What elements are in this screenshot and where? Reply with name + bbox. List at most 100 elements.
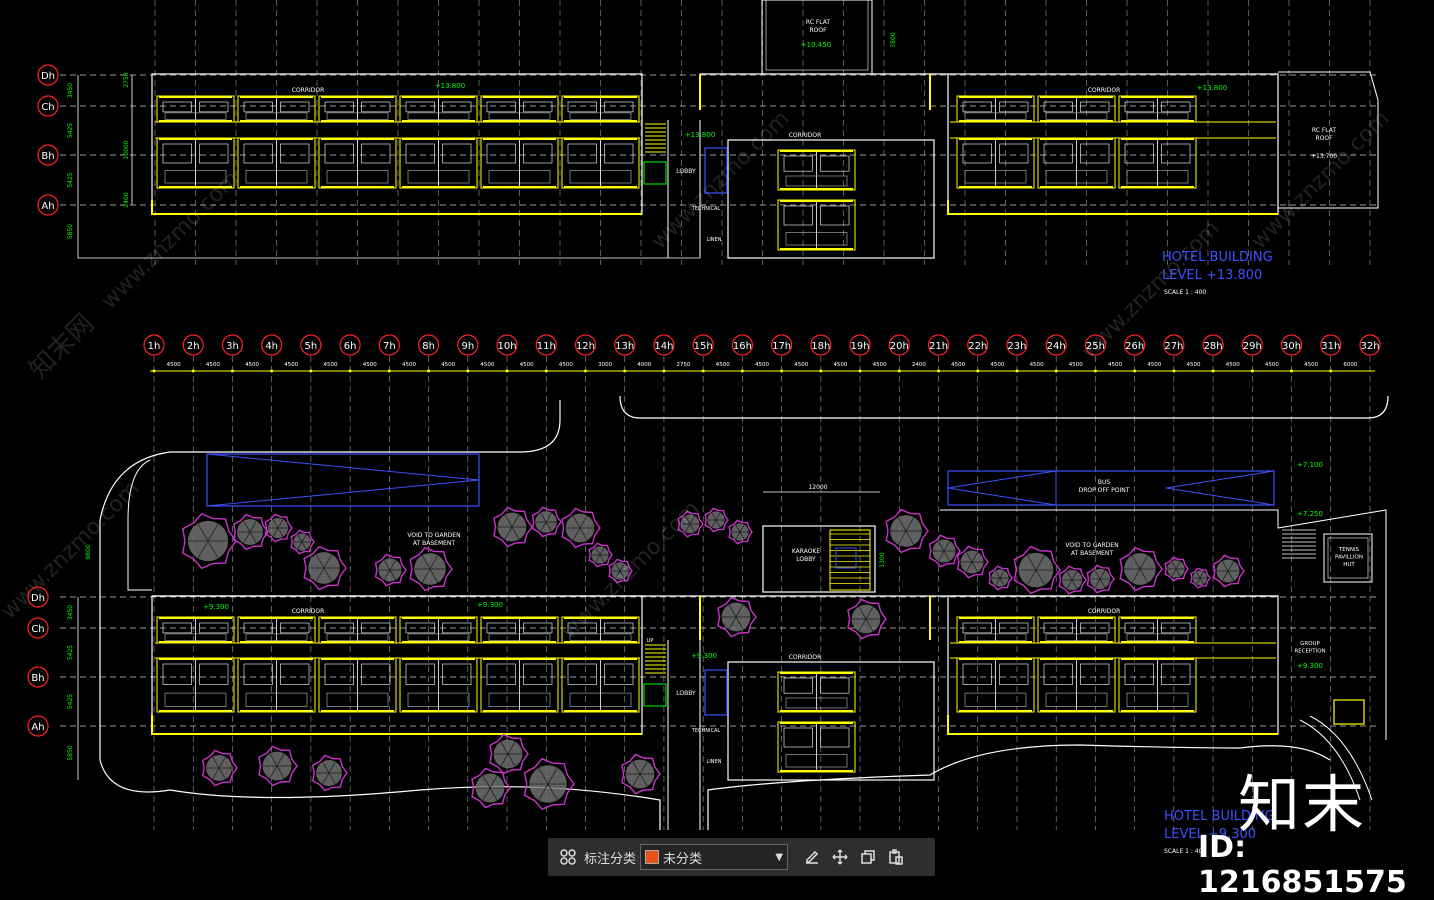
tree-2-branch [277, 519, 284, 529]
lower-col-dim: 6000 [1343, 362, 1357, 368]
lower-col-dim: 3000 [598, 362, 612, 368]
lower-row-axis-Ch-label: Ch [31, 624, 44, 635]
lower-bus-label: DROP OFF POINT [1079, 487, 1130, 494]
lower-col-axis-30h-label: 30h [1282, 341, 1301, 352]
tree-1 [233, 513, 269, 551]
lower-dim-tick [1015, 369, 1019, 373]
upper-row-dim: 3450 [67, 83, 74, 98]
lower-right-top-bed [962, 622, 992, 634]
tree-23 [1086, 564, 1115, 594]
tree-24-branch [1139, 555, 1149, 570]
lower-bus-arrows [947, 470, 1275, 506]
tree-7-branch [511, 514, 520, 528]
lower-left-top-bath [488, 633, 551, 641]
lower-left-top-bath [569, 633, 632, 641]
category-color-swatch [645, 850, 660, 864]
edit-icon[interactable] [798, 843, 826, 871]
upper-left-top-bath [569, 112, 632, 120]
lower-dim-tick [230, 369, 234, 373]
lower-col-axis-16h-label: 16h [733, 341, 752, 352]
lower-col-axis-24h [1045, 334, 1067, 356]
lower-col-axis-22h [967, 334, 989, 356]
lower-col-axis-3h [221, 334, 244, 356]
lower-col-axis-32h [1359, 334, 1381, 356]
tree-30-branch [322, 772, 330, 785]
lower-dim-tick [858, 369, 862, 373]
lower-left-top-bed [486, 622, 516, 634]
tree-8 [531, 506, 562, 538]
lower-left-top-bed [280, 622, 310, 634]
upper-left-bot-bath [245, 170, 308, 184]
tree-30 [312, 754, 348, 792]
lower-left-bot-bath [326, 692, 389, 707]
tree-15-branch [728, 616, 737, 630]
upper-roof-right-label: ROOF [1315, 135, 1333, 142]
upper-left-top-bed [405, 101, 435, 113]
lower-karaoke-label: KARAOKE [792, 548, 821, 555]
tree-21-branch [1035, 555, 1045, 571]
lower-col-dim: 4500 [873, 362, 887, 368]
upper-row-axis-Dh [37, 64, 59, 86]
tree-11-branch [619, 563, 625, 572]
brand-logo: 知末 [1238, 768, 1367, 841]
apps-grid-icon[interactable] [554, 843, 582, 871]
paste-icon[interactable] [882, 843, 910, 871]
upper-right-top-bed [1161, 101, 1191, 113]
tree-10-branch [595, 547, 601, 556]
lower-dim-tick [348, 369, 352, 373]
lower-col-dim: 4500 [167, 362, 181, 368]
tree-0-branch [207, 540, 219, 559]
tree-28-branch [218, 756, 226, 769]
lower-col-axis-16h [731, 334, 753, 356]
lower-row-axis-Bh-label: Bh [31, 673, 44, 684]
upper-left-top-bed [243, 101, 273, 113]
move-icon[interactable] [826, 843, 854, 871]
tree-5-branch [389, 569, 396, 580]
lower-left-top-bed [442, 622, 472, 634]
tree-29-branch [276, 765, 285, 779]
lower-title-line1: HOTEL BUILDING [1164, 809, 1275, 824]
tree-34-branch [632, 773, 641, 787]
tree-9-branch [579, 515, 588, 529]
tree-21-branch [1027, 569, 1037, 585]
tree-34-branch [632, 761, 641, 775]
upper-inner-dim: 10000 [123, 140, 130, 159]
lower-row-axis-Ah-label: Ah [31, 722, 44, 733]
upper-roof-right [1278, 71, 1379, 209]
lower-col-axis-22h-label: 22h [968, 341, 987, 352]
upper-center-bot-bed [820, 205, 850, 226]
lower-col-axis-32h-label: 32h [1360, 341, 1379, 352]
tree-34-branch [639, 773, 648, 787]
upper-right-bot-bath [1126, 170, 1189, 184]
lower-col-dim: 4500 [1147, 362, 1161, 368]
tree-1-branch [243, 520, 251, 533]
upper-right-top-bath [1045, 112, 1108, 120]
upper-left-bot-bed [280, 143, 310, 164]
upper-roof-inner [765, 0, 869, 71]
tree-11-branch [615, 570, 621, 579]
lower-col-dim: 4500 [1265, 362, 1279, 368]
tree-26-branch [1196, 577, 1201, 585]
tree-18-branch [943, 550, 950, 561]
tree-31-branch [500, 741, 509, 755]
upper-corridor-label: CORRIDOR [292, 87, 325, 94]
tree-17 [885, 508, 929, 554]
tree-9 [561, 507, 601, 549]
tree-2-branch [272, 527, 279, 537]
category-select[interactable]: 未分类 ▼ [640, 844, 789, 870]
tree-20-branch [995, 577, 1001, 586]
lower-yellow-frame [947, 715, 1278, 735]
upper-row-dim: 5425 [67, 172, 74, 187]
tree-23-branch [1094, 570, 1101, 580]
lower-tennis-label: HUT [1343, 562, 1355, 568]
tree-6-branch [421, 555, 431, 570]
lower-right-bot-bath [1126, 692, 1189, 707]
tree-19-branch [971, 561, 978, 572]
tree-25-branch [1171, 561, 1177, 570]
upper-center-top-bed [783, 155, 813, 172]
copy-icon[interactable] [854, 843, 882, 871]
tree-21 [1013, 545, 1061, 595]
lower-col-axis-17h [771, 334, 793, 356]
tree-19-branch [966, 561, 973, 572]
